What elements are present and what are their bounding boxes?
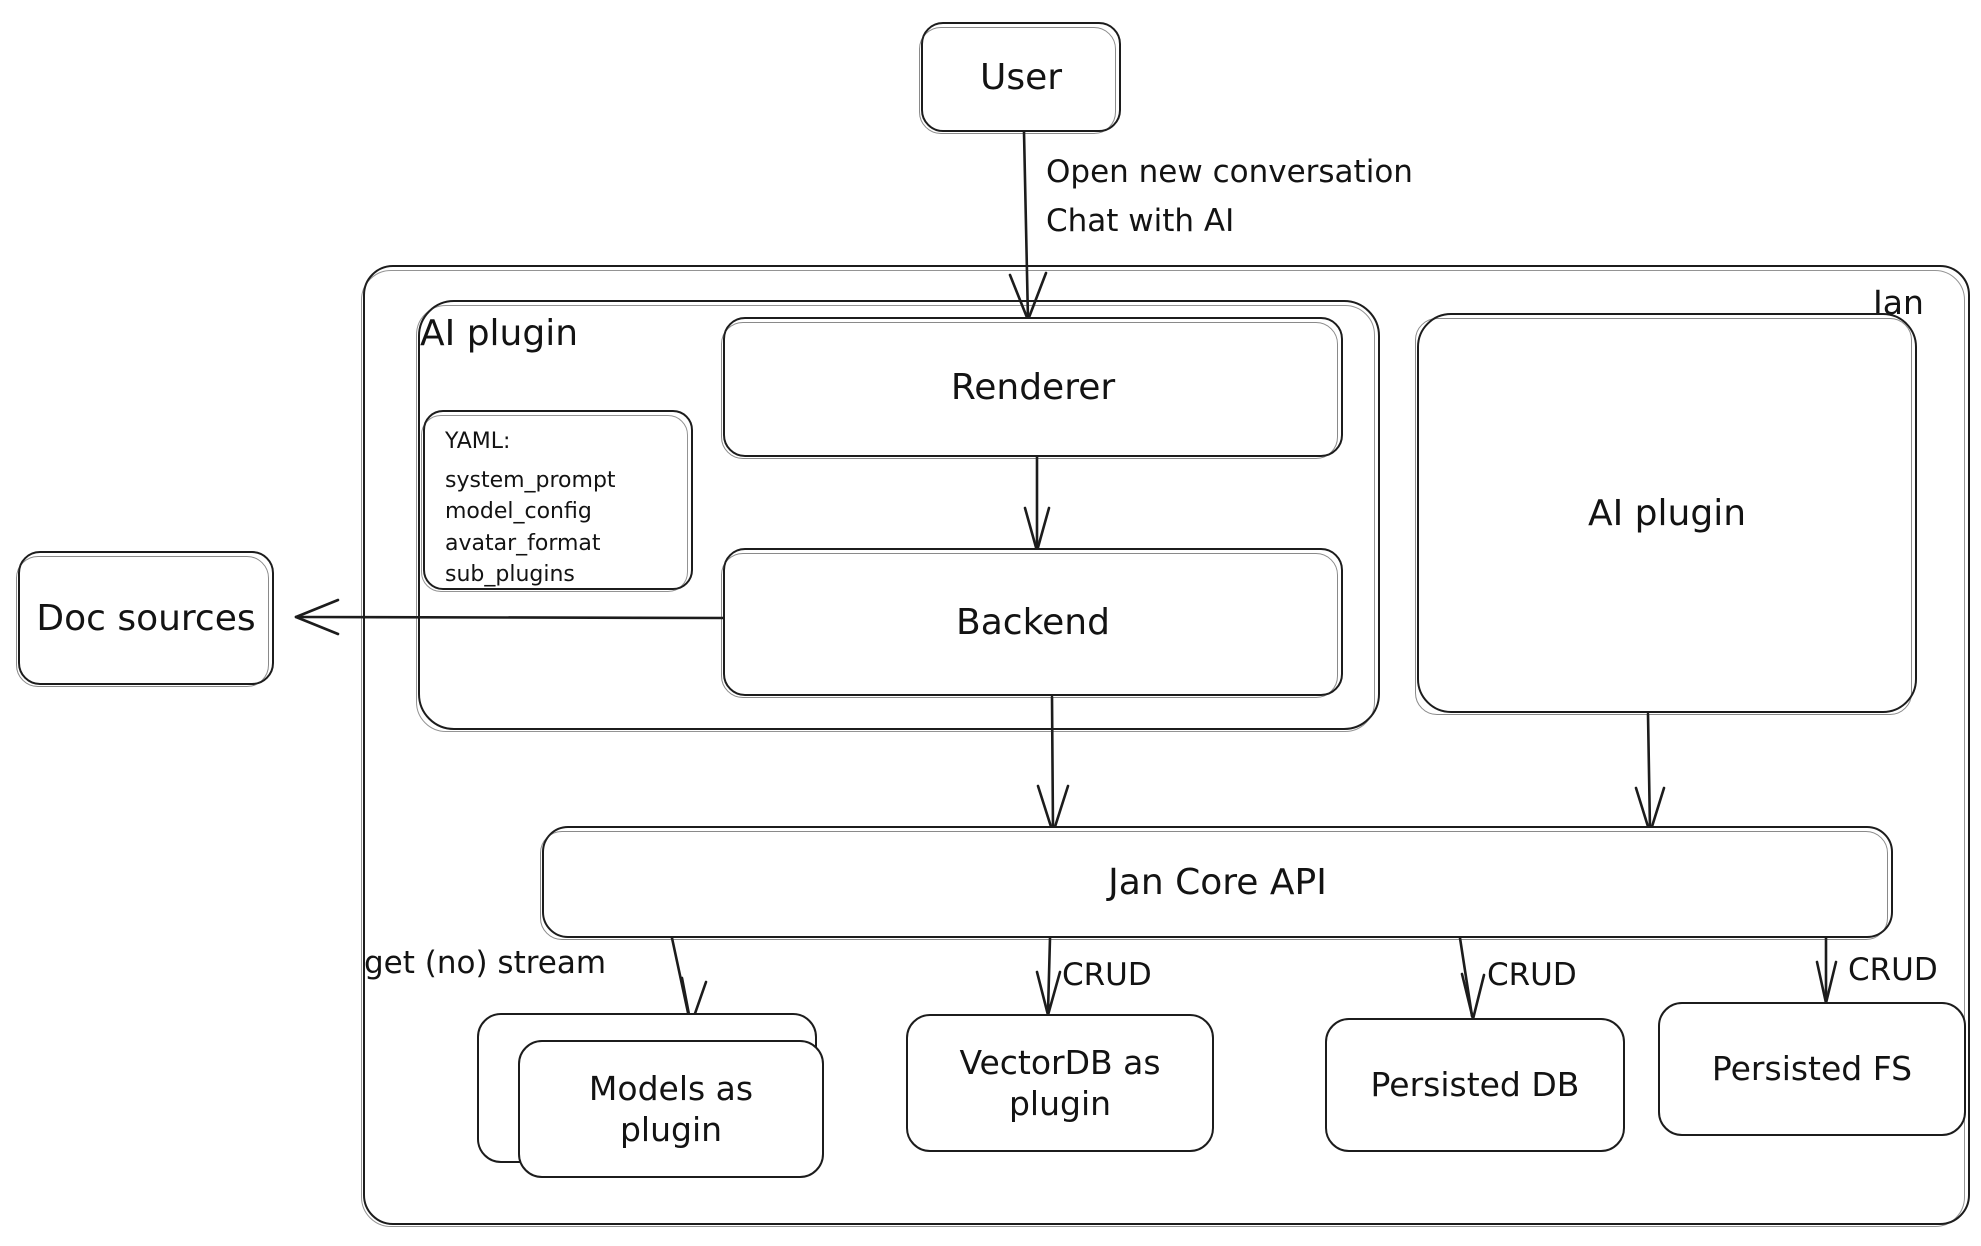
edge-label-crud-vectordb: CRUD <box>1062 957 1152 993</box>
node-persisted-fs[interactable]: Persisted FS <box>1658 1002 1966 1136</box>
node-backend[interactable]: Backend <box>721 548 1343 698</box>
node-user-label: User <box>979 56 1063 98</box>
edge-label-crud-persisted-db: CRUD <box>1487 957 1577 993</box>
yaml-line-3: avatar_format <box>445 530 601 556</box>
node-vectordb-plugin-label: VectorDB as plugin <box>959 1042 1161 1123</box>
yaml-line-2: model_config <box>445 499 592 525</box>
edge-label-user-flow-line1: Open new conversation <box>1046 154 1413 190</box>
edge-label-get-no-stream: get (no) stream <box>364 945 607 981</box>
group-ai-plugin-label: AI plugin <box>420 313 579 354</box>
node-backend-label: Backend <box>956 601 1110 643</box>
node-doc-sources[interactable]: Doc sources <box>16 551 274 687</box>
node-persisted-db-label: Persisted DB <box>1370 1065 1580 1105</box>
node-ai-plugin-label: AI plugin <box>1587 492 1747 534</box>
node-ai-plugin[interactable]: AI plugin <box>1415 313 1917 715</box>
node-renderer-label: Renderer <box>950 366 1116 408</box>
yaml-line-1: system_prompt <box>445 468 616 494</box>
node-user[interactable]: User <box>919 22 1121 134</box>
node-vectordb-plugin[interactable]: VectorDB as plugin <box>906 1014 1214 1152</box>
node-doc-sources-label: Doc sources <box>36 597 256 639</box>
yaml-config-card: YAML: system_prompt model_config avatar_… <box>421 410 693 592</box>
edge-label-crud-persisted-fs: CRUD <box>1848 952 1938 988</box>
node-models-plugin[interactable]: Models as plugin <box>518 1040 824 1178</box>
node-jan-core-api[interactable]: Jan Core API <box>540 826 1893 940</box>
node-renderer[interactable]: Renderer <box>721 317 1343 459</box>
yaml-line-4: sub_plugins <box>445 561 575 587</box>
node-persisted-fs-label: Persisted FS <box>1711 1049 1913 1089</box>
node-persisted-db[interactable]: Persisted DB <box>1325 1018 1625 1152</box>
node-jan-core-api-label: Jan Core API <box>1108 861 1327 903</box>
edge-label-user-flow-line2: Chat with AI <box>1046 203 1235 239</box>
yaml-line-0: YAML: <box>445 429 511 454</box>
node-models-plugin-label: Models as plugin <box>588 1068 754 1149</box>
